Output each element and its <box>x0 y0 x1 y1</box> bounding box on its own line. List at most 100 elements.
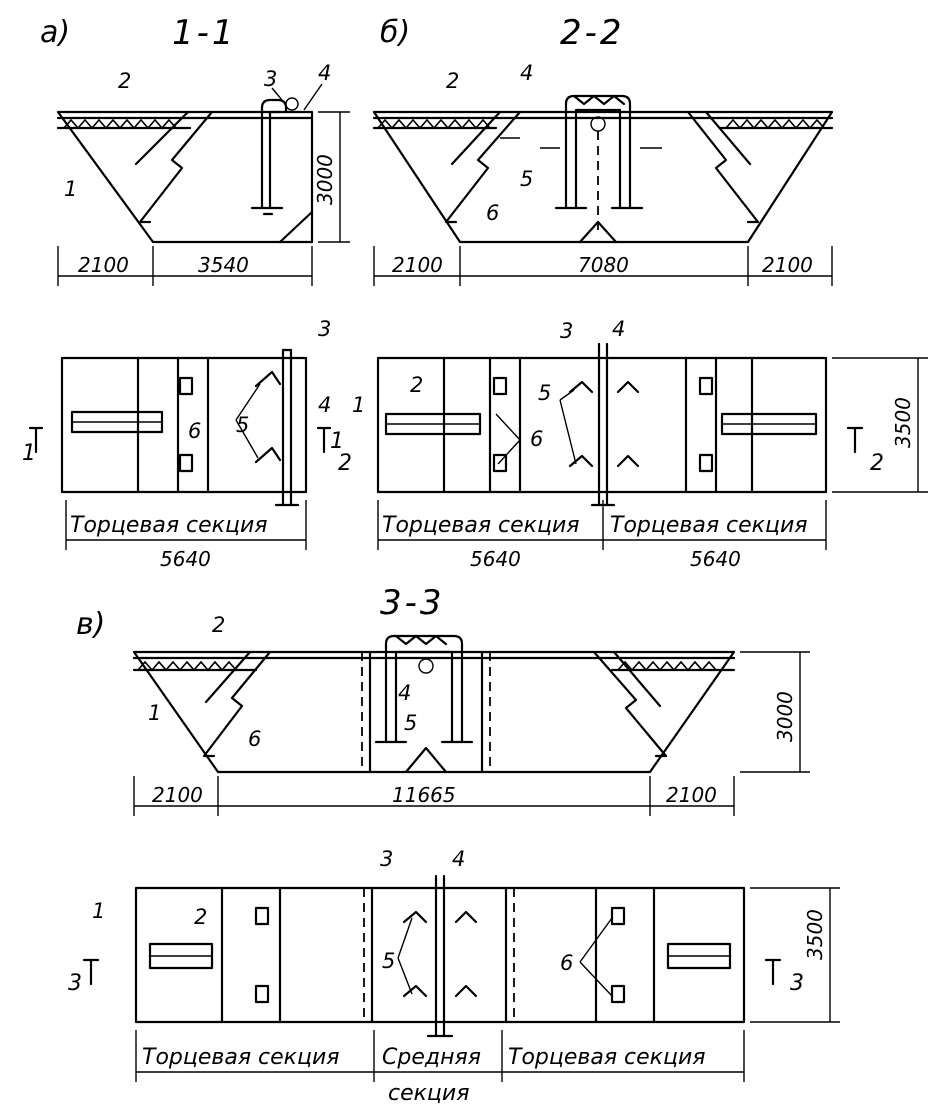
callout-1-b: 1 <box>352 393 365 417</box>
callout-3-b: 3 <box>560 319 573 343</box>
cut-mark-c-right: 3 <box>790 971 804 996</box>
callout-4-a: 4 <box>318 61 331 85</box>
view-b-plan: 3 4 5 6 2 1 2 2 3500 Торцевая секция Тор… <box>338 317 928 571</box>
callout-2-b: 2 <box>446 69 459 93</box>
callout-5-a: 5 <box>236 413 249 437</box>
plan-a-rect-2 <box>178 453 194 473</box>
view-b-section: б) 2-2 2 4 5 6 2100 7080 2100 <box>372 13 834 286</box>
support-b <box>578 220 618 244</box>
dim-c-3500: 3500 <box>803 909 827 960</box>
dim-c-2100-right: 2100 <box>666 783 717 807</box>
serrated-weir-b-right <box>725 118 825 130</box>
view-b-letter: б) <box>380 15 410 50</box>
callout-4-c: 4 <box>398 681 411 705</box>
water-b <box>500 137 662 149</box>
caption-end-section-a: Торцевая секция <box>70 513 267 538</box>
dim-b-3500: 3500 <box>891 397 915 448</box>
baffle-a <box>134 110 214 224</box>
baffle-c-left <box>202 650 272 758</box>
dim-b-5640-right: 5640 <box>690 547 741 571</box>
view-c-path-1 <box>397 917 613 997</box>
callout-1-c-plan: 1 <box>92 899 105 923</box>
view-a-section-title: 1-1 <box>172 13 237 53</box>
view-b-rect-4 <box>492 453 508 473</box>
cut-mark-b-left: 2 <box>338 451 352 476</box>
valves-plan-c <box>402 910 478 998</box>
view-c-path-3 <box>764 958 782 986</box>
serrated-weir-c-right <box>617 660 717 672</box>
callout-2-a: 2 <box>118 69 131 93</box>
caption-end-section-c-right: Торцевая секция <box>508 1045 705 1070</box>
plan-a-path-1 <box>235 383 261 459</box>
cut-mark-c-left: 3 <box>68 971 82 996</box>
callout-2-c: 2 <box>212 613 225 637</box>
cut-mark-b-right: 2 <box>870 451 884 476</box>
tank-outline-c <box>132 650 736 774</box>
caption-end-section-c-left: Торцевая секция <box>142 1045 339 1070</box>
support-c <box>404 746 448 774</box>
dim-a-2100: 2100 <box>78 253 129 277</box>
view-b-rect-6 <box>698 453 714 473</box>
caption-middle-section-line1: Средняя <box>382 1045 481 1070</box>
callout-5-b-plan: 5 <box>538 381 551 405</box>
view-b-section-title: 2-2 <box>560 13 625 53</box>
tank-outline-a <box>56 110 314 244</box>
dim-b-2100-left: 2100 <box>392 253 443 277</box>
dim-a-5640: 5640 <box>160 547 211 571</box>
support-a <box>278 210 314 244</box>
callout-5-b: 5 <box>520 167 533 191</box>
leader-4-a <box>303 83 323 111</box>
callout-6-b-plan: 6 <box>530 427 543 451</box>
callout-4-b-plan: 4 <box>612 317 625 341</box>
dim-b-5640-left: 5640 <box>470 547 521 571</box>
view-c-plan: 3 4 1 2 5 6 3 3 3500 Торцевая секция Сре… <box>68 847 840 1106</box>
tank-outline-b <box>372 110 834 244</box>
view-c-path-2 <box>82 958 100 986</box>
dim-b-2100-right: 2100 <box>762 253 813 277</box>
view-c-circle-1 <box>418 658 434 674</box>
view-c-rect-3 <box>254 906 270 926</box>
view-c-rect-4 <box>254 984 270 1004</box>
pipe-a <box>250 98 288 216</box>
plan-a-rect-1 <box>178 376 194 396</box>
callout-2-b-plan: 2 <box>410 373 423 397</box>
callout-6-b: 6 <box>486 201 499 225</box>
baffle-b-right <box>686 110 760 224</box>
callout-1-c: 1 <box>148 701 161 725</box>
dim-c-3000: 3000 <box>773 691 797 742</box>
callout-4-c-plan: 4 <box>452 847 465 871</box>
plan-a-path-3 <box>316 426 332 454</box>
serrated-weir-a <box>63 118 177 130</box>
view-b-rect-5 <box>698 376 714 396</box>
caption-end-section-b-right: Торцевая секция <box>610 513 807 538</box>
leader-3-a <box>271 87 283 101</box>
dim-a-3000: 3000 <box>313 154 337 205</box>
cut-mark-a-right: 1 <box>330 429 344 454</box>
view-c-rect-6 <box>610 984 626 1004</box>
valves-plan-b <box>568 380 640 468</box>
valves-plan-a <box>254 370 282 464</box>
callout-5-c: 5 <box>404 711 417 735</box>
view-a-section: а) 1-1 2 1 3 4 2100 3540 3000 <box>40 13 350 286</box>
valve-a <box>285 97 299 111</box>
pipe-b <box>554 94 644 210</box>
view-b-rect-3 <box>492 376 508 396</box>
callout-4-a-plan: 4 <box>318 393 331 417</box>
baffle-b-left <box>444 110 522 224</box>
callout-5-c-plan: 5 <box>382 949 395 973</box>
cut-mark-a-left: 1 <box>22 441 36 466</box>
valves-c <box>394 634 448 646</box>
dim-a-3540: 3540 <box>198 253 249 277</box>
plan-outline-c <box>134 886 746 1024</box>
serrated-weir-c-left <box>137 660 237 672</box>
valves-b <box>572 94 626 106</box>
dim-c-11665: 11665 <box>392 783 456 807</box>
callout-3-c: 3 <box>380 847 393 871</box>
callout-4-b: 4 <box>520 61 533 85</box>
callout-3-a: 3 <box>264 67 277 91</box>
serrated-weir-b-left <box>377 118 491 130</box>
dim-c-2100-left: 2100 <box>152 783 203 807</box>
callout-1-a: 1 <box>64 177 77 201</box>
plan-outline-b <box>376 356 828 494</box>
